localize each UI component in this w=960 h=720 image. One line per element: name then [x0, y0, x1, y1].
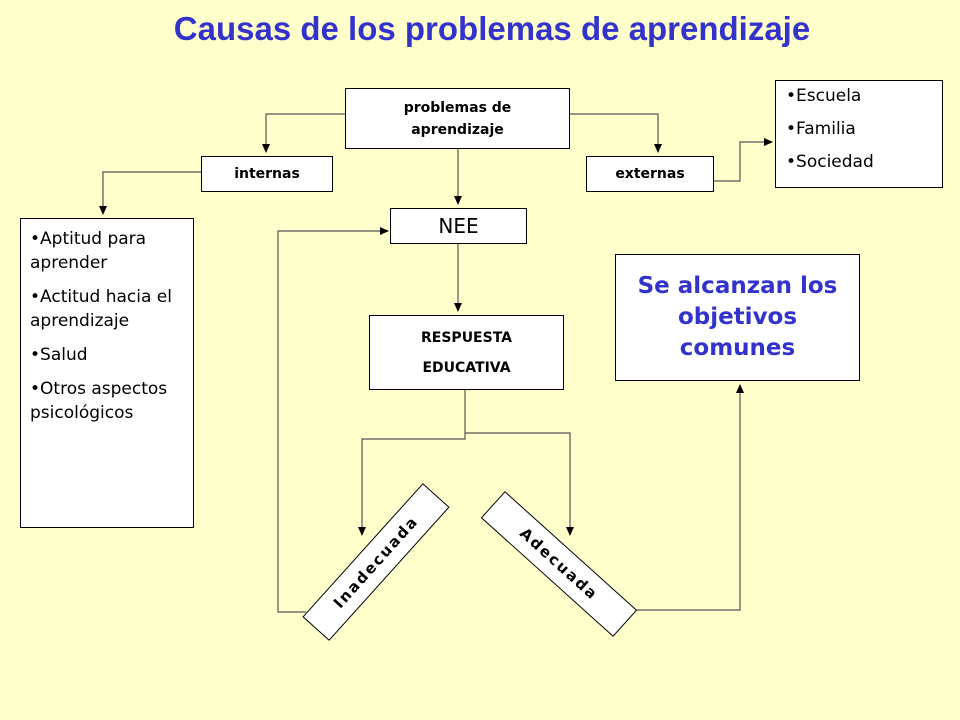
- list-item: •Aptitud para aprender: [30, 229, 147, 273]
- connector-respuesta-adecuada: [465, 432, 574, 536]
- connector-to-internas: [262, 113, 345, 153]
- list-item: •Otros aspectos psicológicos: [30, 379, 168, 423]
- internas-list: •Aptitud para aprender •Actitud hacia el…: [30, 227, 185, 425]
- connector-respuesta-split: [358, 389, 466, 536]
- connector-loop-to-nee: [277, 227, 389, 613]
- list-item: •Salud: [30, 345, 88, 365]
- externas-label: externas: [615, 166, 685, 182]
- nee-box: NEE: [390, 208, 527, 244]
- nee-label: NEE: [438, 214, 479, 238]
- connector-to-internas-list: [99, 171, 201, 215]
- externas-box: externas: [586, 156, 714, 192]
- internas-list-box: •Aptitud para aprender •Actitud hacia el…: [20, 218, 194, 528]
- externas-list: •Escuela •Familia •Sociedad: [786, 86, 942, 172]
- connector-to-externas-list: [713, 138, 773, 182]
- externas-list-box: •Escuela •Familia •Sociedad: [775, 80, 943, 188]
- problemas-box: problemas de aprendizaje: [345, 88, 570, 149]
- internas-label: internas: [234, 166, 300, 182]
- problemas-label: problemas de aprendizaje: [403, 99, 512, 138]
- objetivos-label: Se alcanzan los objetivos comunes: [637, 273, 838, 361]
- list-item: •Escuela: [786, 86, 862, 106]
- objetivos-box: Se alcanzan los objetivos comunes: [615, 254, 860, 381]
- respuesta-label-1: RESPUESTA: [421, 329, 512, 346]
- connector-to-externas: [570, 113, 662, 153]
- respuesta-box: RESPUESTA EDUCATIVA: [369, 315, 564, 390]
- internas-box: internas: [201, 156, 333, 192]
- list-item: •Actitud hacia el aprendizaje: [30, 287, 172, 331]
- list-item: •Familia: [786, 119, 856, 139]
- page-title: Causas de los problemas de aprendizaje: [173, 10, 811, 47]
- list-item: •Sociedad: [786, 152, 874, 172]
- respuesta-label-2: EDUCATIVA: [422, 359, 511, 376]
- connector-to-objetivos: [636, 384, 744, 611]
